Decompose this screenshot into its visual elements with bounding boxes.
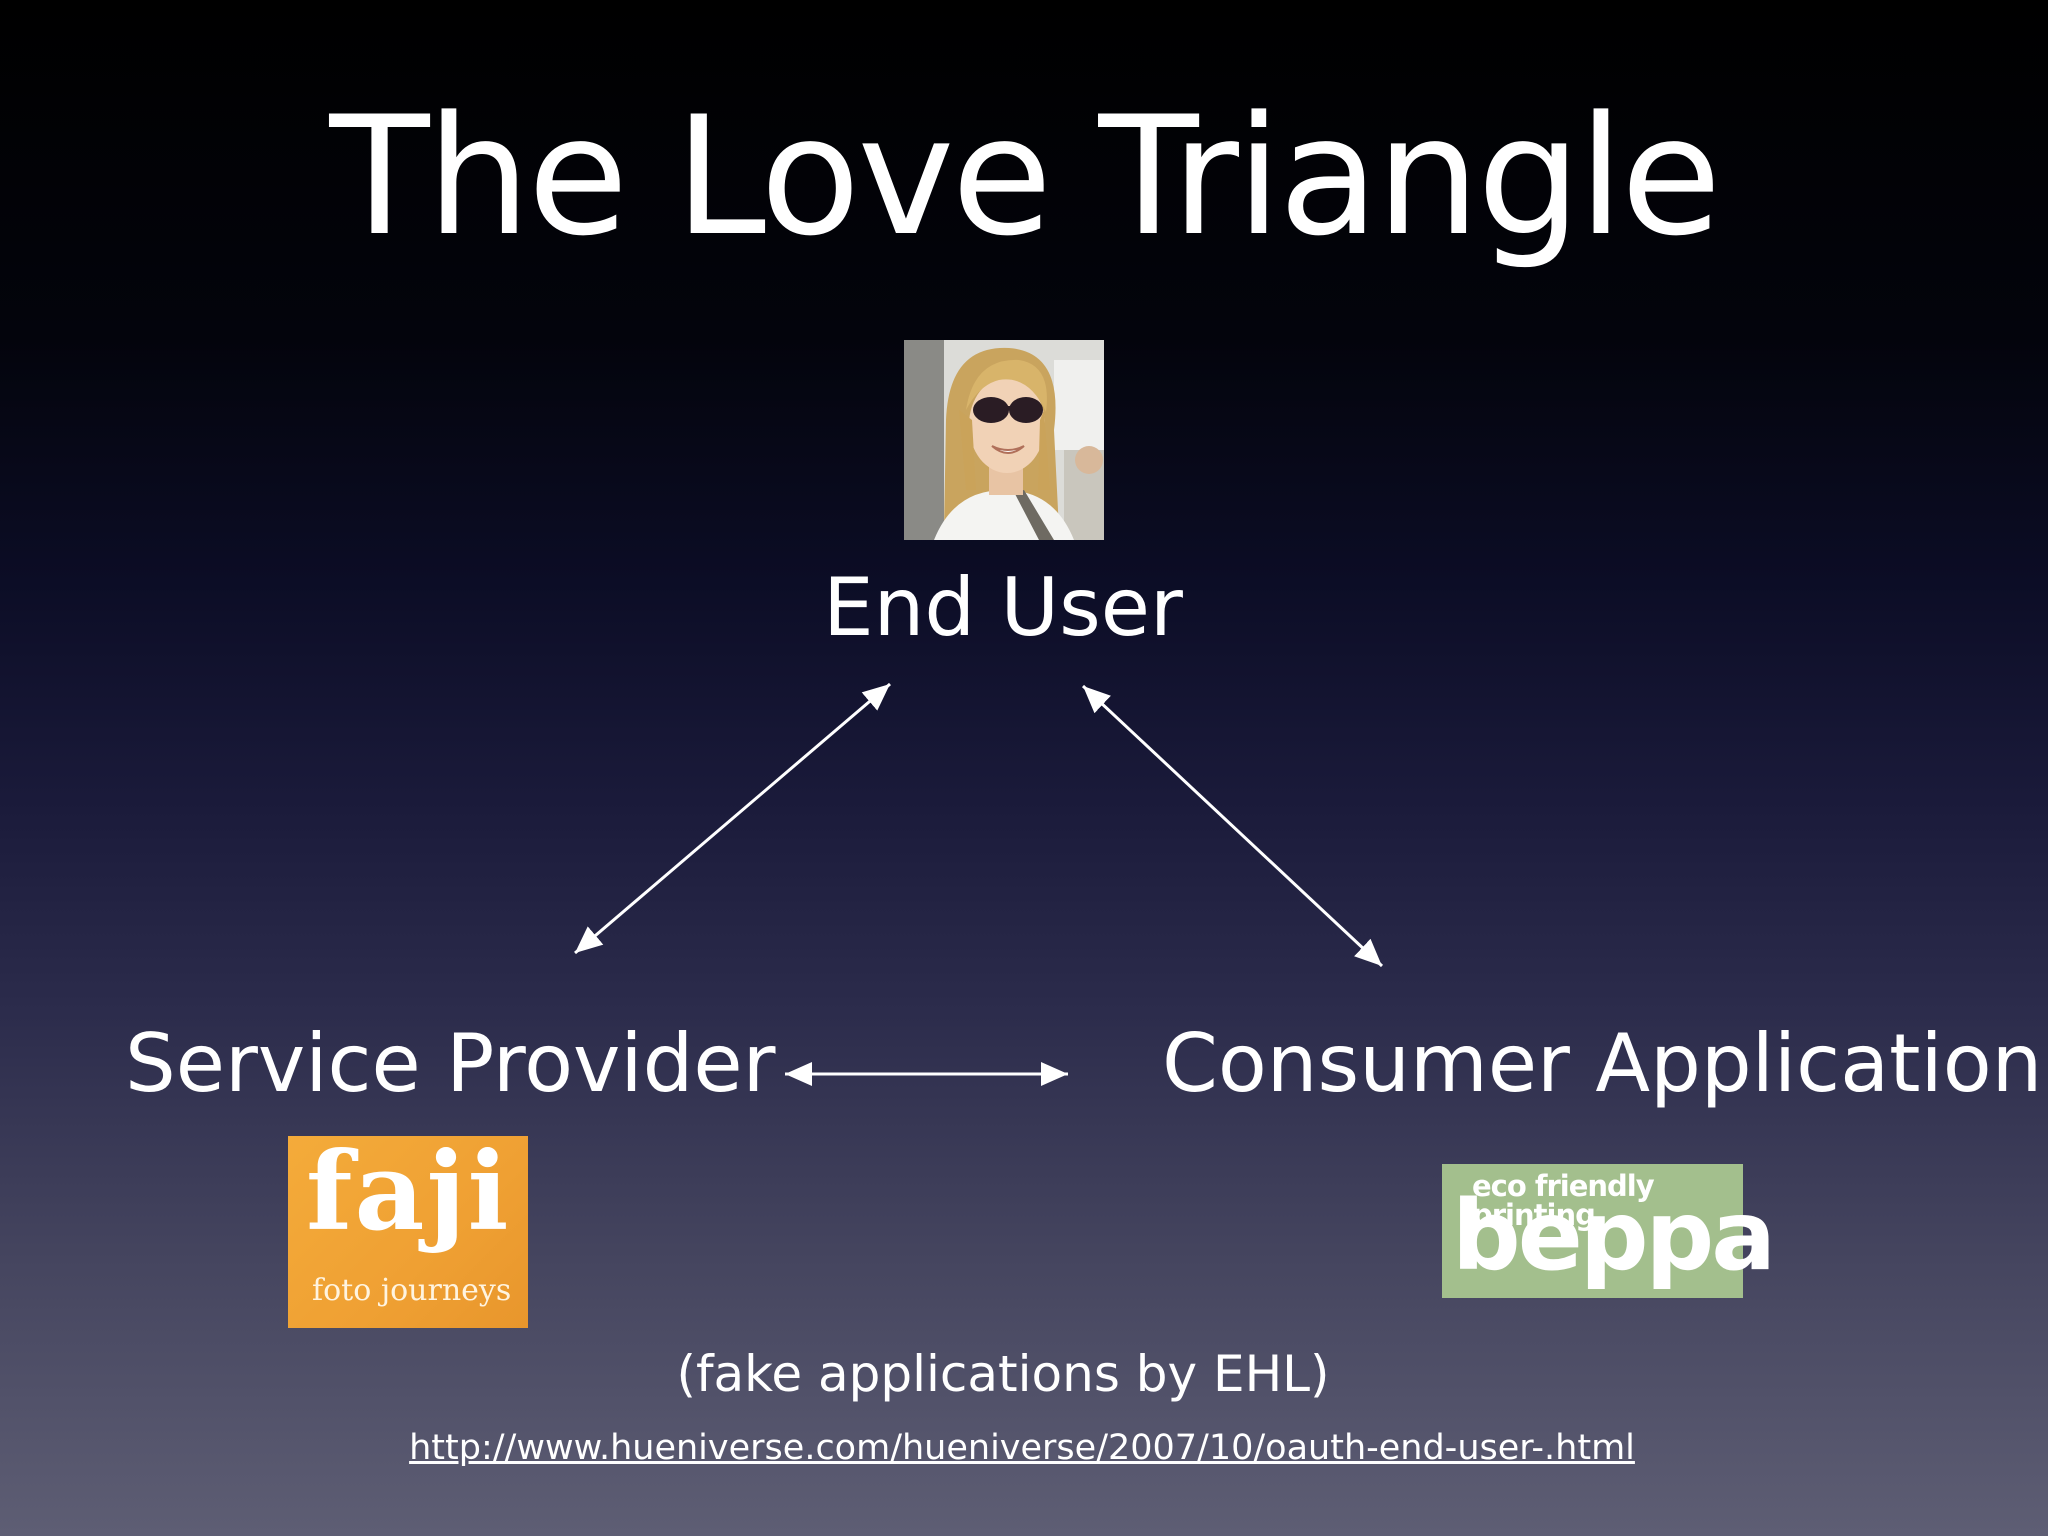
footnote: (fake applications by EHL) [0,1349,2006,1399]
arrow-end-user-service-provider [575,684,890,953]
beppa-logo-word: beppa [1452,1188,1773,1284]
arrow-end-user-consumer-application [1083,686,1382,966]
faji-logo-tagline: foto journeys [312,1276,511,1306]
beppa-logo: eco friendly printing beppa [1442,1164,1743,1298]
slide-title: The Love Triangle [0,95,2048,259]
consumer-application-label: Consumer Application [1162,1024,2042,1104]
faji-logo-word: faji [306,1138,511,1246]
end-user-avatar [904,340,1104,540]
source-link[interactable]: http://www.hueniverse.com/hueniverse/200… [0,1431,2044,1466]
service-provider-label: Service Provider [125,1024,775,1104]
end-user-label: End User [0,568,2006,648]
faji-logo: faji foto journeys [288,1136,528,1328]
